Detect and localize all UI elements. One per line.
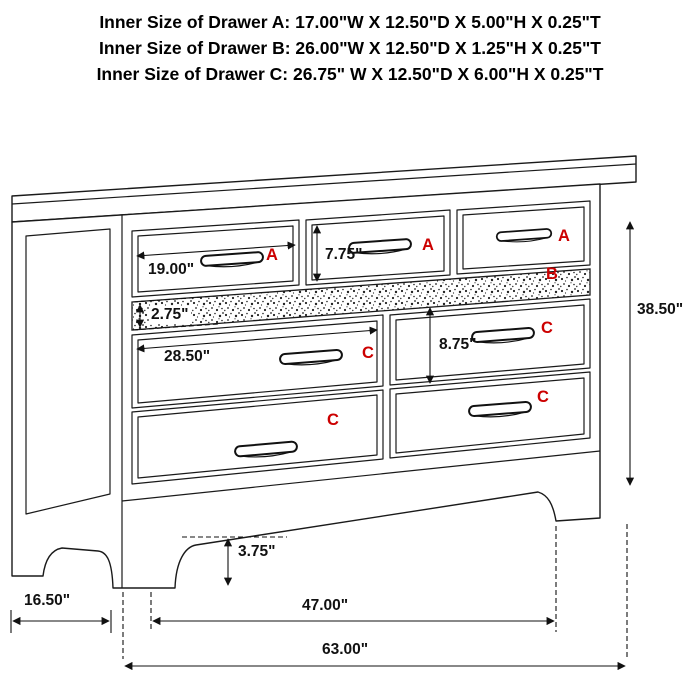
dim-overall-depth: 16.50": [24, 592, 71, 609]
dim-overall-width: 63.00": [322, 641, 369, 658]
drawer-label-c-right-upper: C: [541, 319, 553, 337]
drawer-a-top-left: [131, 219, 300, 298]
dresser-top: [11, 155, 637, 223]
drawer-c-right-lower: [389, 371, 591, 459]
dim-foot-height: 3.75": [236, 543, 278, 561]
side-panel-inset: [25, 228, 111, 515]
drawer-a-top-right: [456, 200, 591, 275]
spec-line-drawer-b: Inner Size of Drawer B: 26.00"W X 12.50"…: [99, 38, 601, 58]
dimension-lines: [10, 221, 635, 671]
dim-line-drawer-c-width: [136, 326, 378, 353]
dim-drawer-c-width: 28.50": [162, 348, 213, 366]
dim-trim-height: 2.75": [149, 306, 191, 324]
drawer-label-c-left-lower: C: [327, 411, 339, 429]
drawer-b-glitter-trim: [131, 268, 591, 331]
spec-line-drawer-a: Inner Size of Drawer A: 17.00"W X 12.50"…: [99, 12, 601, 32]
drawer-a-top-middle: [305, 209, 451, 286]
dim-drawer-c-height: 8.75": [439, 336, 477, 353]
drawer-label-a1: A: [266, 246, 278, 264]
drawer-label-c-left-upper: C: [362, 344, 374, 362]
dim-inner-base-width: 47.00": [302, 597, 349, 614]
dim-drawer-a-width: 19.00": [148, 261, 195, 278]
drawer-label-a2: A: [422, 236, 434, 254]
dim-drawer-a-height: 7.75": [325, 246, 363, 263]
spec-line-drawer-c: Inner Size of Drawer C: 26.75" W X 12.50…: [96, 64, 604, 84]
drawer-c-right-upper: [389, 298, 591, 386]
dim-overall-height: 38.50": [637, 301, 684, 318]
drawer-label-b: B: [546, 265, 558, 283]
drawer-label-a3: A: [558, 227, 570, 245]
dim-line-drawer-a-width: [136, 241, 296, 260]
drawer-label-c-right-lower: C: [537, 388, 549, 406]
drawer-c-left-lower: [131, 389, 384, 485]
